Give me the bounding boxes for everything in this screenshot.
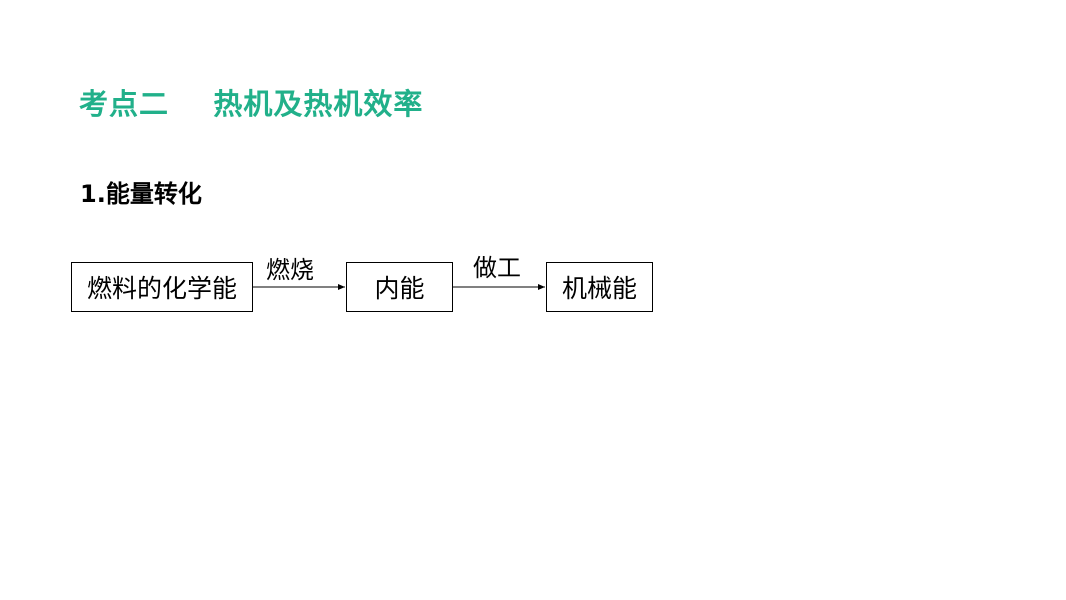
node-label: 燃料的化学能 (86, 274, 237, 303)
node-label: 内能 (374, 274, 425, 303)
slide-title: 考点二 热机及热机效率 (79, 87, 424, 121)
node-fuel-chemical-energy: 燃料的化学能 (71, 262, 253, 312)
node-internal-energy: 内能 (346, 262, 453, 312)
edge-label-combustion: 燃烧 (266, 256, 314, 284)
node-mechanical-energy: 机械能 (546, 262, 653, 312)
edge-label-work: 做工 (473, 254, 521, 282)
section-heading: 1.能量转化 (80, 180, 202, 208)
node-label: 机械能 (561, 274, 637, 303)
